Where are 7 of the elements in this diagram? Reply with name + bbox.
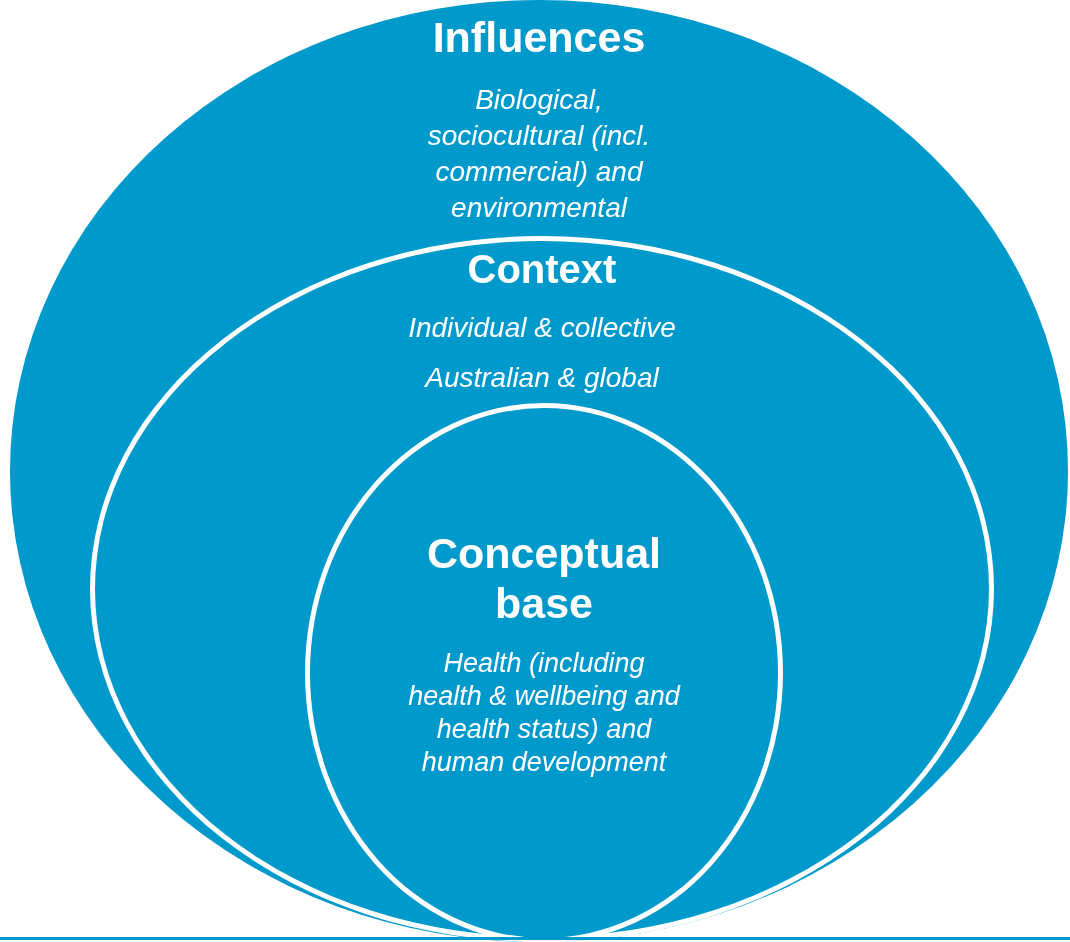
heading: Context (466, 246, 618, 293)
description: Individual & collective (407, 311, 677, 345)
description: Biological, sociocultural (incl. commercial) and environmental (426, 83, 652, 225)
description: Australian & global (423, 361, 661, 395)
description: Health (including health & wellbeing and health status) and human development (407, 647, 682, 779)
heading: Conceptual base (425, 528, 663, 628)
heading: Influences (431, 12, 647, 62)
